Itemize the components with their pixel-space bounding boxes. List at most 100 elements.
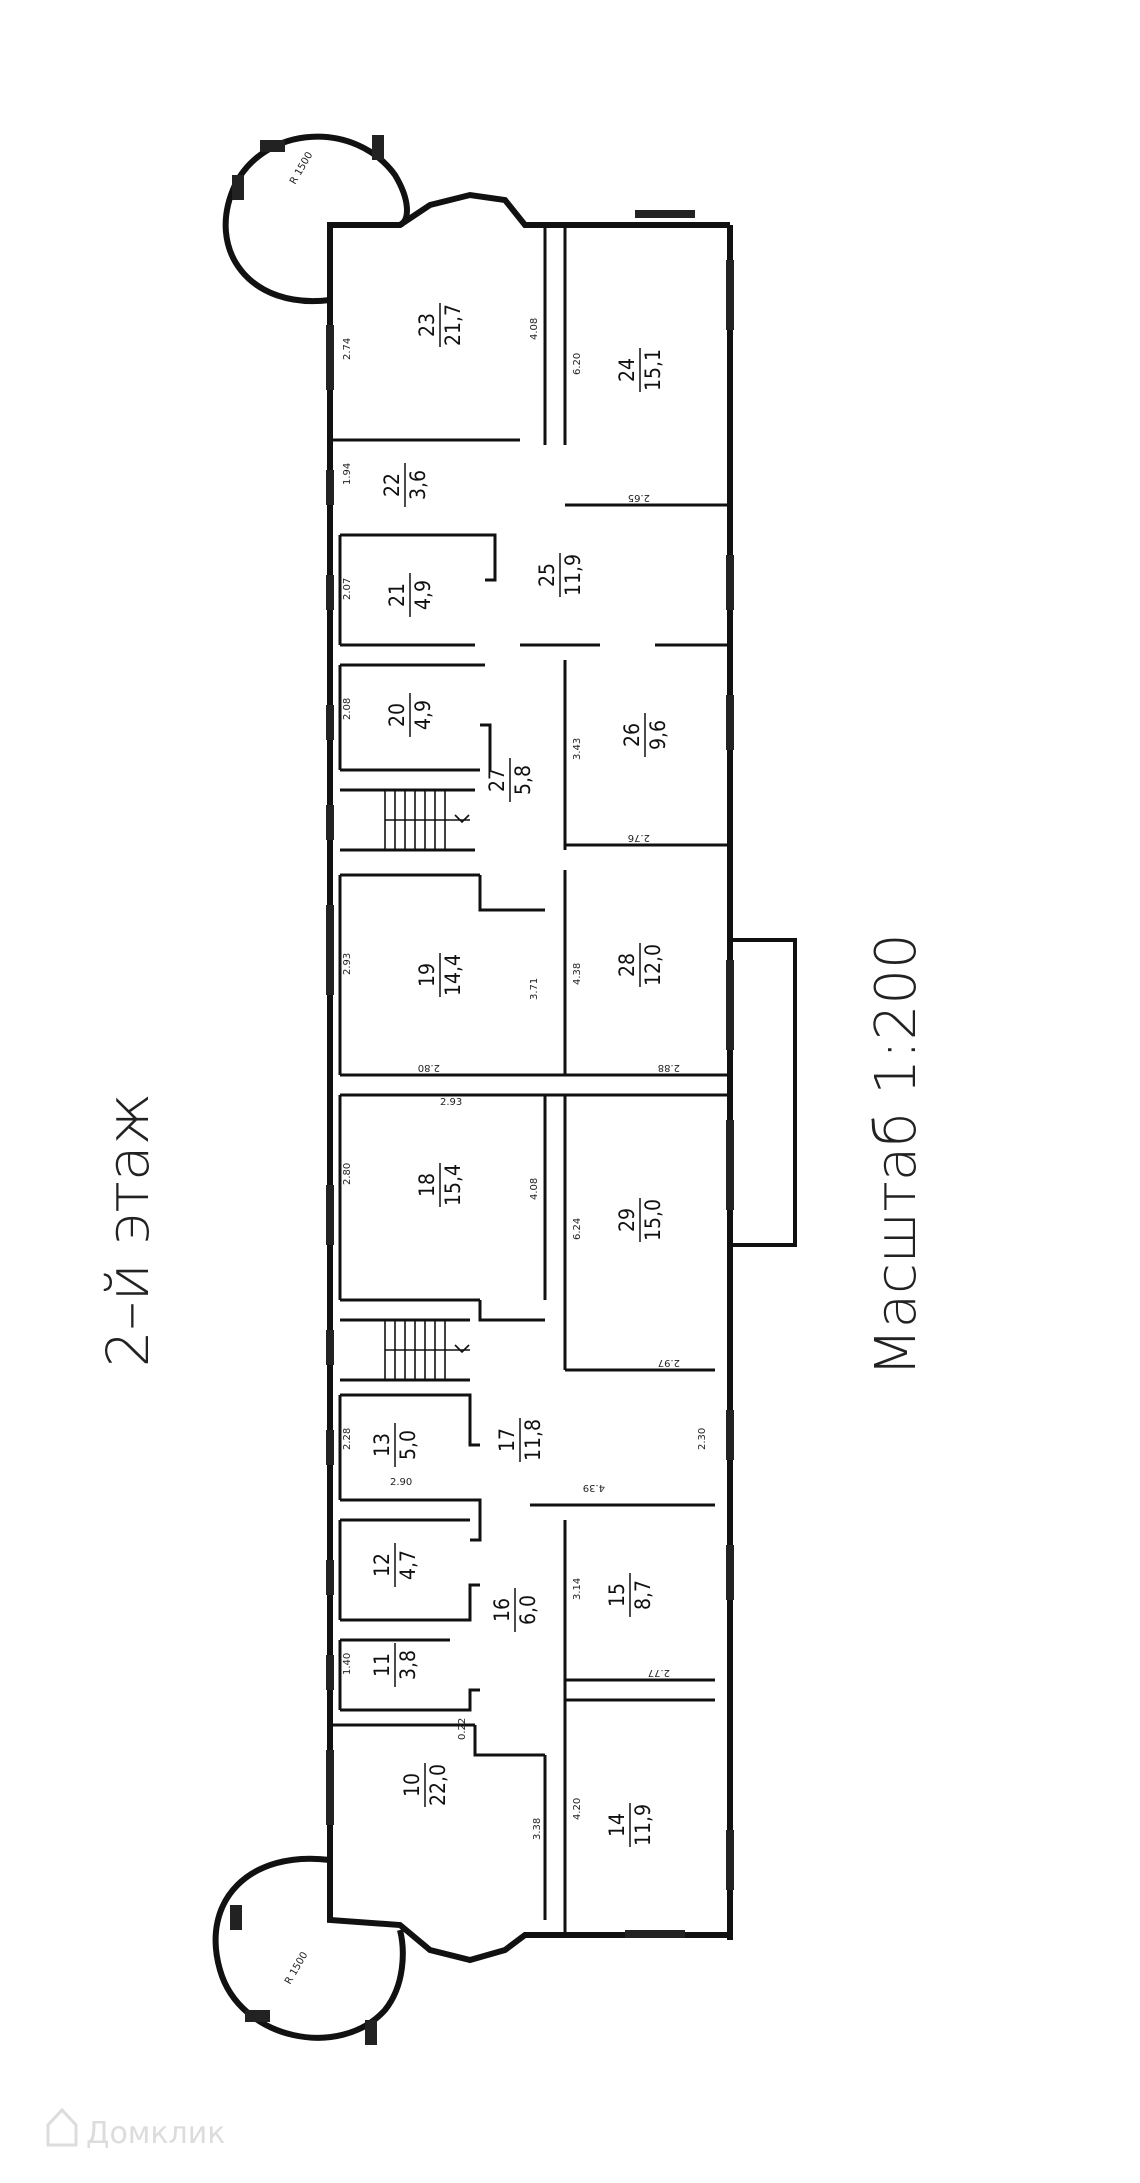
room-number: 21 [385, 583, 409, 607]
room-area: 4,9 [411, 580, 435, 610]
room-number: 23 [415, 313, 439, 337]
dimension-label: 3.38 [532, 1818, 543, 1840]
dimension-label: 2.90 [390, 1477, 412, 1488]
dimension-label: 4.20 [572, 1798, 583, 1820]
dimension-label: 1.40 [342, 1653, 353, 1675]
dimension-label: 4.08 [529, 318, 540, 340]
room-area: 15,0 [641, 1199, 665, 1241]
room-number: 17 [495, 1428, 519, 1452]
dimension-label: 2.80 [418, 1062, 440, 1073]
room-number: 10 [400, 1773, 424, 1797]
room-number: 18 [415, 1173, 439, 1197]
dimension-label: 4.08 [529, 1178, 540, 1200]
room-number: 27 [485, 768, 509, 792]
dimension-label: 2.07 [342, 578, 353, 600]
room-number: 14 [605, 1813, 629, 1837]
room-number: 16 [490, 1598, 514, 1622]
dimension-label: 2.08 [342, 698, 353, 720]
dimension-label: 2.65 [628, 492, 650, 503]
windows [230, 135, 734, 2045]
watermark: Домклик [46, 2107, 225, 2151]
outer-walls [212, 133, 797, 2041]
floor-title: 2–й этаж [94, 1093, 162, 1367]
room-area: 15,4 [441, 1164, 465, 1206]
dimension-label: 1.94 [342, 463, 353, 485]
watermark-text: Домклик [86, 2116, 225, 2151]
room-number: 22 [380, 473, 404, 497]
room-number: 20 [385, 703, 409, 727]
room-area: 5,0 [396, 1430, 420, 1460]
room-area: 12,0 [641, 944, 665, 986]
room-area: 11,9 [631, 1804, 655, 1846]
dimension-label: R 1500 [288, 150, 315, 186]
room-area: 9,6 [646, 720, 670, 750]
room-area: 21,7 [441, 304, 465, 346]
dimension-label: 6.20 [572, 353, 583, 375]
dimension-label: 4.38 [572, 963, 583, 985]
room-area: 11,9 [561, 554, 585, 596]
dimension-label: 2.77 [648, 1667, 670, 1678]
dimension-label: 3.14 [572, 1578, 583, 1600]
dimension-label: 3.71 [529, 978, 540, 1000]
room-number: 28 [615, 953, 639, 977]
room-area: 15,1 [641, 349, 665, 391]
dimension-label: 2.97 [658, 1357, 680, 1368]
stair-lower [384, 1320, 470, 1380]
room-area: 3,8 [396, 1650, 420, 1680]
stair-upper [384, 790, 470, 850]
room-number: 25 [535, 563, 559, 587]
dimension-label: R 1500 [283, 1950, 310, 1986]
room-number: 15 [605, 1583, 629, 1607]
scale-label: Масштаб 1:200 [864, 933, 929, 1376]
room-area: 4,9 [411, 700, 435, 730]
room-area: 4,7 [396, 1550, 420, 1580]
dimension-label: 2.28 [342, 1428, 353, 1450]
room-area: 14,4 [441, 954, 465, 996]
dimension-label: 6.24 [572, 1218, 583, 1240]
room-area: 6,0 [516, 1595, 540, 1625]
dimension-label: 2.93 [440, 1097, 462, 1108]
dimension-label: 2.30 [697, 1428, 708, 1450]
dimension-label: 2.76 [628, 832, 650, 843]
room-area: 5,8 [511, 765, 535, 795]
room-area: 8,7 [631, 1580, 655, 1610]
room-number: 29 [615, 1208, 639, 1232]
dimension-label: 2.80 [342, 1163, 353, 1185]
dimension-label: 0.22 [457, 1718, 468, 1740]
dimension-label: 2.74 [342, 338, 353, 360]
room-number: 13 [370, 1433, 394, 1457]
dimension-label: 2.88 [658, 1062, 680, 1073]
room-area: 3,6 [406, 470, 430, 500]
dimension-label: 4.39 [583, 1482, 605, 1493]
room-area: 22,0 [426, 1764, 450, 1806]
dimension-label: 3.43 [572, 738, 583, 760]
room-number: 26 [620, 723, 644, 747]
room-number: 24 [615, 358, 639, 382]
room-number: 11 [370, 1653, 394, 1677]
room-number: 12 [370, 1553, 394, 1577]
room-number: 19 [415, 963, 439, 987]
dimension-label: 2.93 [342, 953, 353, 975]
